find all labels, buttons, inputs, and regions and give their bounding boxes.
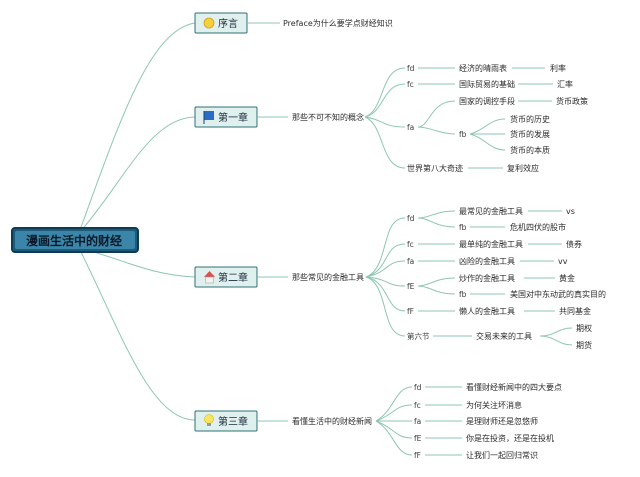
- ch1-fb-item-1: 货币的历史: [510, 114, 550, 124]
- chapter-1-label: 第一章: [218, 111, 248, 124]
- ch1-last-leaf: 复利效应: [507, 163, 539, 173]
- ch1-fc-tag: fc: [407, 80, 414, 89]
- ch2-six-tag: 第六节: [407, 331, 430, 341]
- ch1-fd-text: 经济的晴雨表: [459, 63, 507, 73]
- ch3-item-2-tag: fc: [414, 401, 421, 410]
- sun-icon: [203, 17, 215, 29]
- ch2-fe-leaf: 黄金: [559, 273, 575, 283]
- ch2-fd-fb-tag: fb: [459, 223, 467, 232]
- ch1-fb-item-2: 货币的发展: [510, 129, 550, 139]
- chapter-1-node[interactable]: 第一章: [194, 106, 258, 128]
- preface-desc: Preface为什么要学点财经知识: [283, 18, 393, 28]
- ch2-fd-text: 最常见的金融工具: [459, 206, 523, 216]
- ch2-six-leaf-2: 期货: [576, 340, 592, 350]
- root-node[interactable]: 漫画生活中的财经: [11, 227, 139, 253]
- ch3-item-2-text: 为何关注坏消息: [466, 400, 522, 410]
- ch2-fd-tag: fd: [407, 214, 415, 223]
- preface-label: 序言: [218, 17, 238, 30]
- ch3-item-4-tag: fE: [414, 434, 422, 443]
- ch2-fd-fb-text: 危机四伏的股市: [510, 222, 566, 232]
- chapter-3-label: 第三章: [218, 415, 248, 428]
- flag-icon: [203, 111, 214, 124]
- ch1-fd-leaf: 利率: [550, 63, 566, 73]
- root-edges: [79, 22, 196, 421]
- chapter-3-branches: [375, 386, 413, 456]
- ch2-six-leaf-1: 期权: [576, 323, 592, 333]
- ch2-fe-text: 炒作的金融工具: [459, 273, 515, 283]
- ch2-fa-text: 凶险的金融工具: [459, 256, 515, 266]
- ch1-fc-leaf: 汇率: [557, 79, 573, 89]
- chapter-3-topic: 看懂生活中的财经新闻: [292, 416, 372, 426]
- ch1-fd-tag: fd: [407, 64, 415, 73]
- ch1-fc-text: 国际贸易的基础: [459, 79, 515, 89]
- root-label: 漫画生活中的财经: [26, 233, 122, 248]
- ch1-fb-item-3: 货币的本质: [510, 145, 550, 155]
- ch2-ff-leaf: 共同基金: [559, 306, 591, 316]
- chapter-3-node[interactable]: 第三章: [194, 410, 258, 432]
- ch2-fa-leaf: vv: [558, 257, 568, 266]
- ch1-last-text: 世界第八大奇迹: [407, 163, 463, 173]
- ch1-fb-tag: fb: [459, 130, 467, 139]
- ch3-item-1-tag: fd: [414, 383, 422, 392]
- ch2-fe-fb-tag: fb: [459, 290, 467, 299]
- ch2-fa-tag: fa: [407, 257, 414, 266]
- ch2-fe-tag: fE: [407, 282, 415, 291]
- chapter-1-topic: 那些不可不知的概念: [292, 112, 364, 122]
- ch2-six-text: 交易未来的工具: [476, 331, 532, 341]
- ch1-fa-text: 国家的调控手段: [459, 96, 515, 106]
- ch2-fd-leaf: vs: [566, 207, 575, 216]
- ch1-fa-leaf: 货币政策: [556, 96, 588, 106]
- chapter-2-branches: [365, 217, 406, 337]
- ch3-item-3-tag: fa: [414, 417, 421, 426]
- ch2-fc-leaf: 债券: [566, 239, 582, 249]
- ch1-fa-tag: fa: [407, 123, 414, 132]
- house-icon: [204, 271, 215, 284]
- ch2-fe-fb-text: 美国对中东动武的真实目的: [510, 289, 606, 299]
- chapter-2-node[interactable]: 第二章: [194, 266, 258, 288]
- chapter-2-label: 第二章: [218, 271, 248, 284]
- ch2-fc-tag: fc: [407, 240, 414, 249]
- ch3-item-1-text: 看懂财经新闻中的四大要点: [466, 382, 562, 392]
- ch3-item-4-text: 你是在投资，还是在投机: [466, 433, 554, 443]
- ch3-item-3-text: 是理财师还是忽悠师: [466, 416, 538, 426]
- preface-node[interactable]: 序言: [194, 12, 248, 34]
- chapter-2-topic: 那些常见的金融工具: [292, 272, 364, 282]
- bulb-icon: [204, 414, 214, 426]
- ch2-ff-text: 懒人的金融工具: [459, 306, 515, 316]
- chapter-1-branches: [364, 67, 406, 169]
- ch3-item-5-text: 让我们一起回归常识: [466, 450, 538, 460]
- ch2-fc-text: 最单纯的金融工具: [459, 239, 523, 249]
- ch2-ff-tag: fF: [407, 307, 414, 316]
- ch3-item-5-tag: fF: [414, 451, 421, 460]
